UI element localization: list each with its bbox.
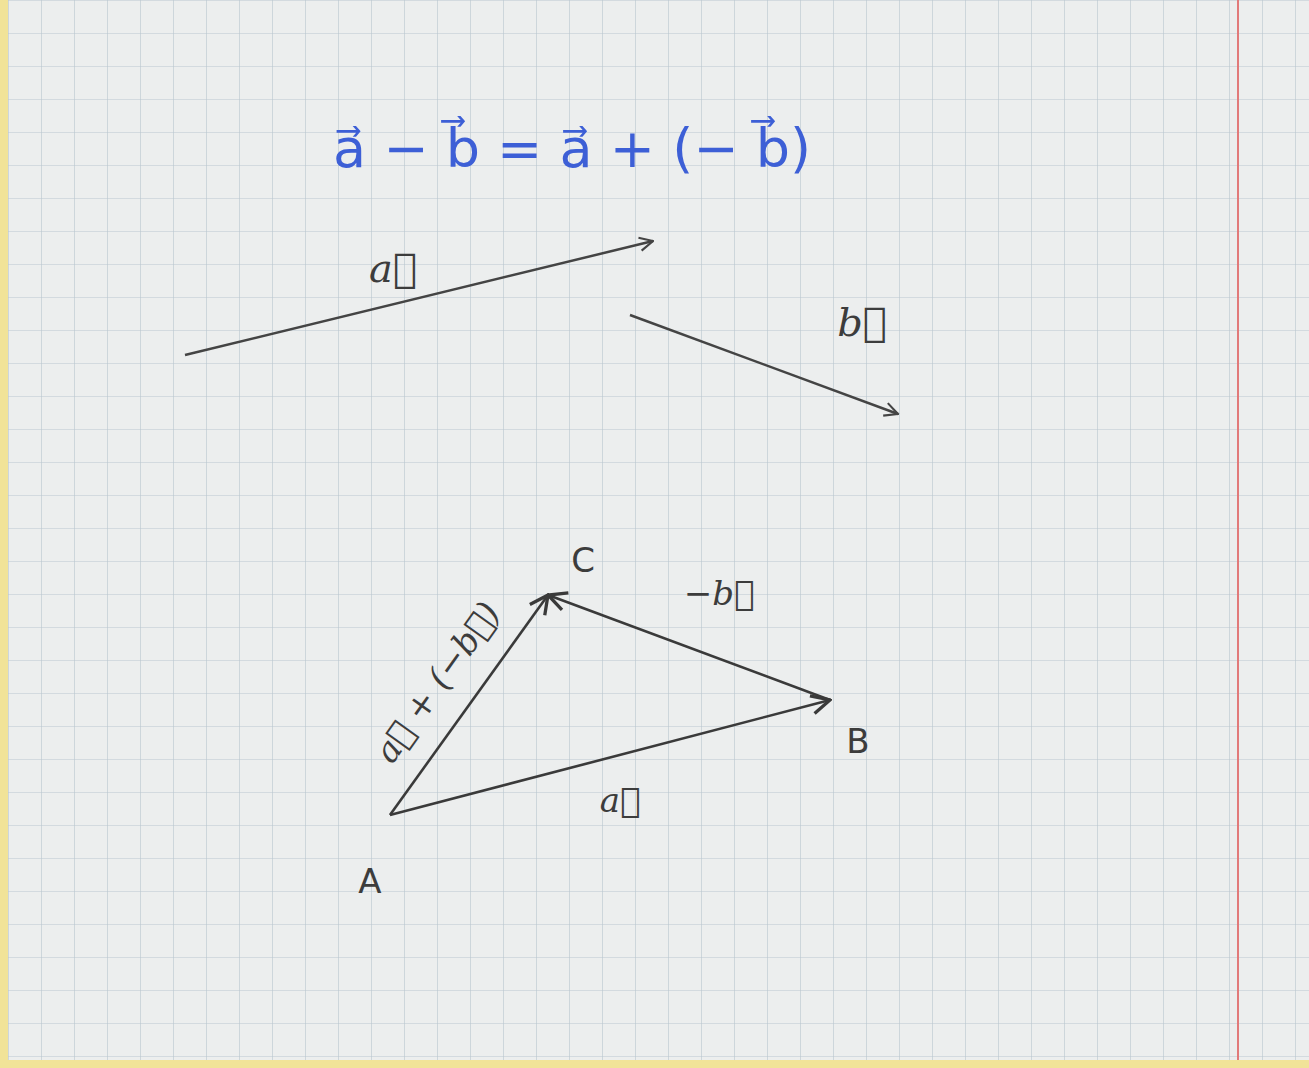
point-letter: C [571, 540, 595, 580]
formula-title: a⃗ − b⃗ = a⃗ + (− b⃗) [333, 117, 811, 180]
vertex-point: A [340, 815, 400, 905]
point-letter: B [846, 721, 869, 761]
grid [8, 0, 1309, 1060]
vector-label: b⃗ [837, 299, 887, 345]
vector-a [185, 241, 653, 355]
vertex-point: B [830, 700, 886, 782]
vector-label: a⃗ + (−b⃗) [365, 594, 507, 770]
margin-line [1237, 0, 1239, 1060]
vector-label: a⃗ [600, 780, 641, 820]
point-letter: A [358, 861, 381, 901]
vertex-point: C [548, 525, 618, 595]
vector-label: −b⃗ [684, 573, 755, 613]
paper [8, 0, 1309, 1060]
vector-label: a⃗ [369, 245, 417, 291]
